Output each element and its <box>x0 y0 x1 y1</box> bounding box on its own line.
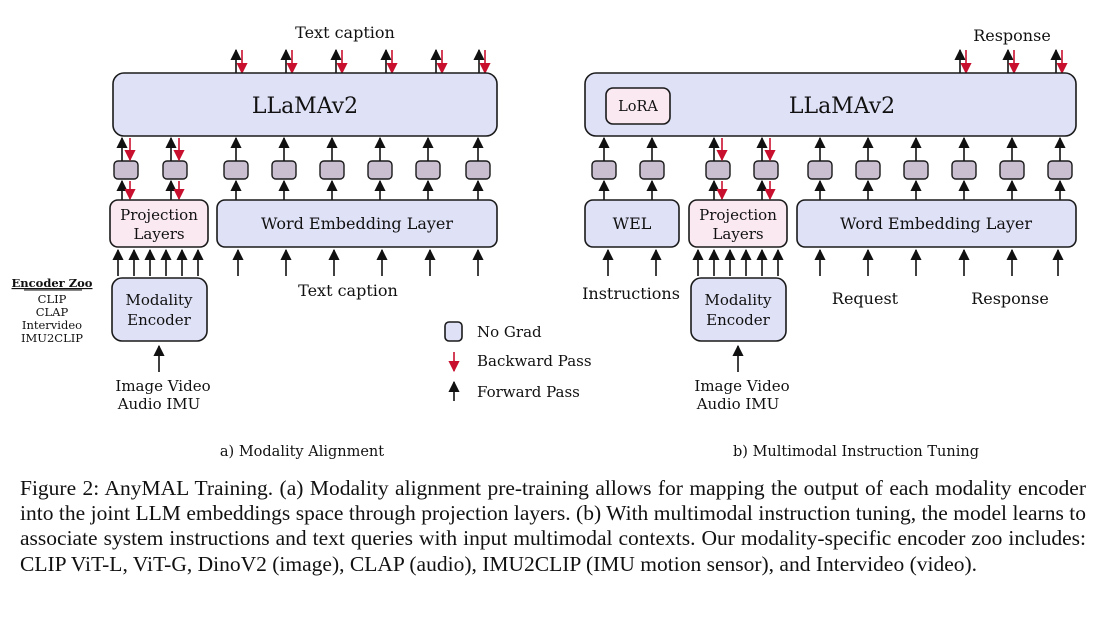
panel-b-modalities-line-2: Audio IMU <box>696 395 780 413</box>
embedding-token <box>855 160 881 180</box>
embedding-token <box>591 160 617 180</box>
panel-b-projection-layers <box>688 199 788 248</box>
embedding-token <box>367 160 393 180</box>
legend-forward-label: Forward Pass <box>477 383 580 401</box>
panel-a-encoder-label-1: Modality <box>125 291 193 309</box>
encoder-zoo-item: Intervideo <box>22 318 82 332</box>
panel-b-modality-encoder <box>690 277 787 342</box>
lora-adapter-box <box>605 87 671 125</box>
panel-b-request-label: Request <box>832 289 899 308</box>
panel-b-encoder-label-2: Encoder <box>706 311 771 329</box>
panel-a-modalities-line-2: Audio IMU <box>117 395 201 413</box>
embedding-token <box>319 160 345 180</box>
embedding-token <box>415 160 441 180</box>
panel-b-instructions-label: Instructions <box>582 284 680 303</box>
embedding-token <box>753 160 779 180</box>
panel-a-output-arrows <box>230 48 491 75</box>
panel-b-response-input-label: Response <box>971 289 1049 308</box>
panel-b-word-embedding-layer <box>796 199 1077 248</box>
embedding-token <box>113 160 139 180</box>
panel-a: Text caption LLaMAv2 Projection Layers W… <box>12 23 498 460</box>
embedding-token <box>1047 160 1073 180</box>
panel-b: Response LLaMAv2 LoRA WEL Projection Lay… <box>582 26 1077 460</box>
embedding-token <box>465 160 491 180</box>
panel-a-llm-box <box>112 72 498 137</box>
panel-a-token-row <box>113 136 491 201</box>
panel-a-modality-encoder <box>111 277 208 342</box>
panel-b-wel-short-label: WEL <box>613 214 652 233</box>
embedding-token <box>271 160 297 180</box>
no-grad-swatch <box>444 321 463 342</box>
embedding-token <box>807 160 833 180</box>
panel-a-word-embedding-layer <box>216 199 498 248</box>
lora-label: LoRA <box>618 99 658 115</box>
panel-a-embedding-arrows <box>112 248 484 276</box>
panel-b-wel-box <box>584 199 680 248</box>
panel-b-projection-label-1: Projection <box>699 206 777 224</box>
embedding-token <box>162 160 188 180</box>
embedding-token <box>639 160 665 180</box>
legend-no-grad-label: No Grad <box>477 323 542 341</box>
panel-b-output-arrows <box>954 48 1068 75</box>
panel-a-projection-layers <box>109 199 209 248</box>
encoder-zoo-item: CLIP <box>38 292 67 306</box>
panel-a-projection-label-2: Layers <box>133 225 184 243</box>
panel-b-embedding-arrows <box>602 248 1064 276</box>
panel-a-input-label: Text caption <box>298 281 398 300</box>
embedding-token <box>951 160 977 180</box>
figure-caption: Figure 2: AnyMAL Training. (a) Modality … <box>20 476 1086 576</box>
encoder-zoo-title: Encoder Zoo <box>12 276 93 290</box>
panel-a-modalities-line-1: Image Video <box>115 377 210 395</box>
panel-b-wel-label: Word Embedding Layer <box>840 214 1032 233</box>
panel-a-wel-label: Word Embedding Layer <box>261 214 453 233</box>
legend-backward-label: Backward Pass <box>477 352 592 370</box>
legend: No Grad Backward Pass Forward Pass <box>444 321 592 401</box>
panel-b-modalities-line-1: Image Video <box>694 377 789 395</box>
embedding-token <box>223 160 249 180</box>
panel-a-encoder-label-2: Encoder <box>127 311 192 329</box>
panel-b-token-row <box>591 136 1073 201</box>
panel-a-llm-label: LLaMAv2 <box>252 94 358 119</box>
panel-a-projection-label-1: Projection <box>120 206 198 224</box>
embedding-token <box>705 160 731 180</box>
panel-b-output-label: Response <box>973 26 1051 45</box>
anymal-training-diagram: Text caption LLaMAv2 Projection Layers W… <box>12 23 1077 460</box>
panel-b-subcaption: b) Multimodal Instruction Tuning <box>733 444 979 460</box>
embedding-token <box>903 160 929 180</box>
encoder-zoo-item: IMU2CLIP <box>21 331 83 345</box>
embedding-token <box>999 160 1025 180</box>
panel-a-subcaption: a) Modality Alignment <box>220 444 384 460</box>
panel-b-llm-box <box>584 72 1077 137</box>
panel-b-llm-label: LLaMAv2 <box>789 94 895 119</box>
panel-a-output-label: Text caption <box>295 23 395 42</box>
encoder-zoo-item: CLAP <box>36 305 69 319</box>
panel-b-projection-label-2: Layers <box>712 225 763 243</box>
panel-b-encoder-label-1: Modality <box>704 291 772 309</box>
